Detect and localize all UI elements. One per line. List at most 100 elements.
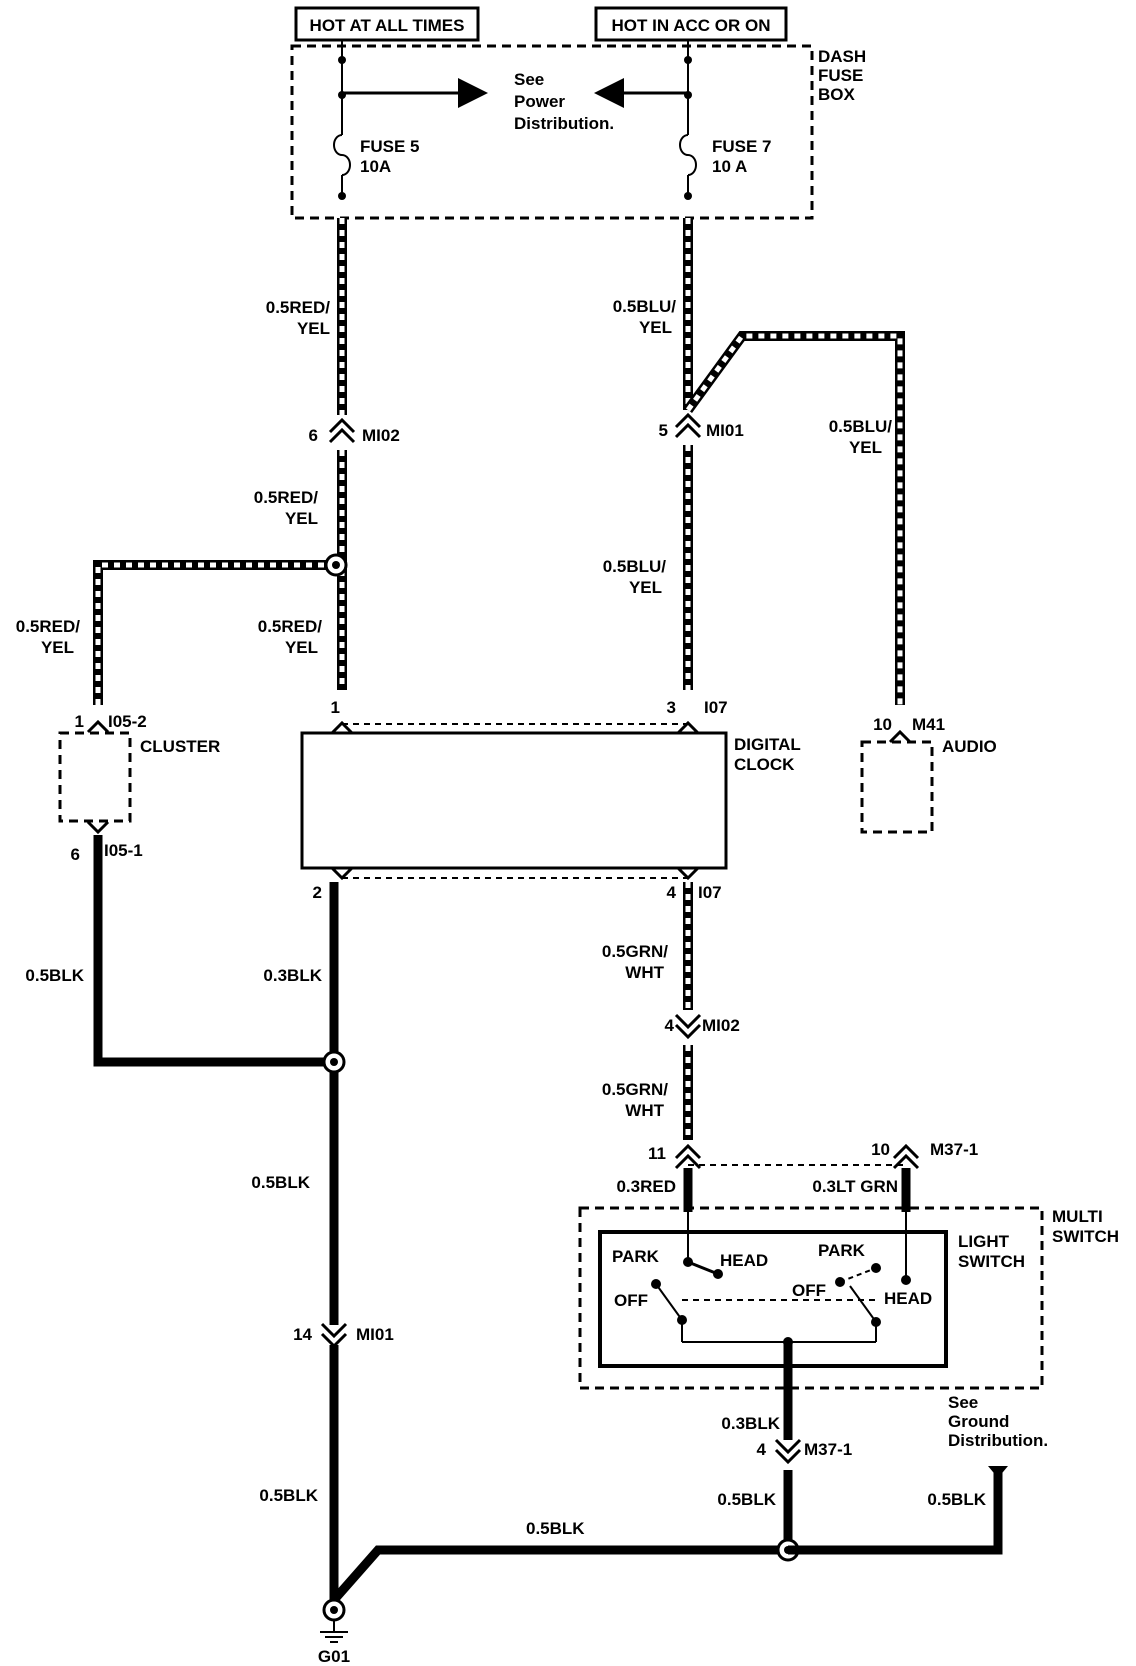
ground-symbol	[320, 1620, 348, 1643]
wire-label-red-yel: YEL	[285, 638, 318, 657]
connector-pin: 5	[659, 421, 668, 440]
connector-name: M37-1	[930, 1140, 978, 1159]
wire-label-grn-wht: 0.5GRN/	[602, 1080, 668, 1099]
wire-label-grn-wht: WHT	[625, 963, 664, 982]
see-ground-label: Distribution.	[948, 1431, 1048, 1450]
power-label-hot-at-all-times: HOT AT ALL TIMES	[294, 6, 480, 42]
see-power-label: See	[514, 70, 544, 89]
fuse-5-rating: 10A	[360, 157, 391, 176]
component-label-clock: DIGITAL	[734, 735, 801, 754]
connector-pin: 1	[75, 712, 84, 731]
splice-black-dot	[330, 1058, 338, 1066]
wire-label-blk: 0.5BLK	[251, 1173, 310, 1192]
connector-pin: 2	[313, 883, 322, 902]
wire-label-blk: 0.5BLK	[259, 1486, 318, 1505]
component-label-multi-switch: SWITCH	[1052, 1227, 1119, 1246]
connector-name: M37-1	[804, 1440, 852, 1459]
wire-label-blu-yel: 0.5BLU/	[603, 557, 667, 576]
connector-pin: 1	[331, 698, 340, 717]
connector-mi01-top	[674, 412, 702, 439]
connector-name: MI01	[356, 1325, 394, 1344]
wire-black-ground	[93, 835, 788, 1603]
connector-pin: 4	[665, 1016, 675, 1035]
connector-pin: 6	[71, 845, 80, 864]
light-switch-box	[598, 1230, 948, 1368]
connector-pin: 3	[667, 698, 676, 717]
ground-g01-dot	[330, 1606, 338, 1614]
wire-label-blu-yel: YEL	[629, 578, 662, 597]
fuse-5-name: FUSE 5	[360, 137, 420, 156]
switch-position-park: PARK	[612, 1247, 660, 1266]
wire-label-red-yel: 0.5RED/	[16, 617, 81, 636]
wire-label-blk: 0.5BLK	[927, 1490, 986, 1509]
wire-label-grn-wht: 0.5GRN/	[602, 942, 668, 961]
wire-label-lt-grn: 0.3LT GRN	[812, 1177, 898, 1196]
connector-m37-top	[674, 1143, 920, 1170]
light-switch-right-contacts	[835, 1212, 911, 1342]
fuse-7-rating: 10 A	[712, 157, 747, 176]
see-ground-label: See	[948, 1393, 978, 1412]
wire-label-red-yel: YEL	[297, 319, 330, 338]
connector-name: I05-1	[104, 841, 143, 860]
connector-pin: 10	[873, 715, 892, 734]
audio-connector	[888, 729, 912, 744]
fuse-box-label: BOX	[818, 85, 856, 104]
connector-name: I07	[698, 883, 722, 902]
wire-label-red-yel: 0.5RED/	[254, 488, 319, 507]
fuse-box-label: DASH	[818, 47, 866, 66]
svg-text:HOT IN ACC OR ON: HOT IN ACC OR ON	[612, 16, 771, 35]
wire-label-blk: 0.5BLK	[717, 1490, 776, 1509]
wire-label-blu-yel: 0.5BLU/	[829, 417, 893, 436]
fuse-box-label: FUSE	[818, 66, 863, 85]
connector-name: M41	[912, 715, 945, 734]
cluster-connector	[86, 719, 110, 835]
power-label-hot-in-acc: HOT IN ACC OR ON	[594, 6, 788, 42]
switch-position-head: HEAD	[884, 1289, 932, 1308]
wire-label-blk: 0.3BLK	[721, 1414, 780, 1433]
ground-distribution-arrow	[988, 1466, 1008, 1478]
connector-name: MI02	[702, 1016, 740, 1035]
light-switch-left-contacts	[651, 1212, 723, 1342]
svg-text:HOT AT ALL TIMES: HOT AT ALL TIMES	[310, 16, 465, 35]
connector-pin: 11	[648, 1144, 666, 1163]
see-ground-label: Ground	[948, 1412, 1009, 1431]
wire-blu-yel	[683, 218, 905, 705]
connector-name: I07	[704, 698, 728, 717]
connector-name: MI01	[706, 421, 744, 440]
wire-label-red: 0.3RED	[616, 1177, 676, 1196]
fuse-7	[594, 40, 697, 200]
switch-position-off: OFF	[792, 1281, 826, 1300]
cluster-outline	[58, 731, 132, 823]
digital-clock-box	[300, 731, 728, 870]
connector-name: MI02	[362, 426, 400, 445]
component-label-audio: AUDIO	[942, 737, 997, 756]
dash-fuse-box-outline	[290, 44, 814, 220]
wire-label-grn-wht: WHT	[625, 1101, 664, 1120]
connector-pin: 4	[757, 1440, 767, 1459]
connector-m37-low	[774, 1438, 802, 1465]
connector-mi01-low	[320, 1322, 348, 1349]
wire-label-blu-yel: YEL	[639, 318, 672, 337]
splice-red-yel-dot	[332, 561, 340, 569]
wire-label-red-yel: YEL	[285, 509, 318, 528]
switch-position-park: PARK	[818, 1241, 866, 1260]
wire-label-red-yel: 0.5RED/	[266, 298, 331, 317]
connector-mi02-low	[674, 1013, 702, 1040]
component-label-light-switch: LIGHT	[958, 1232, 1010, 1251]
fuse-7-name: FUSE 7	[712, 137, 772, 156]
wire-label-blu-yel: 0.5BLU/	[613, 297, 677, 316]
switch-position-off: OFF	[614, 1291, 648, 1310]
component-label-light-switch: SWITCH	[958, 1252, 1025, 1271]
connector-name: I05-2	[108, 712, 147, 731]
connector-pin: 14	[293, 1325, 312, 1344]
wire-label-blk: 0.3BLK	[263, 966, 322, 985]
see-power-label: Distribution.	[514, 114, 614, 133]
clock-pins	[330, 720, 700, 881]
audio-outline	[860, 740, 934, 834]
connector-mi02-top	[328, 417, 356, 444]
component-label-multi-switch: MULTI	[1052, 1207, 1103, 1226]
wire-ground-right	[788, 1470, 1003, 1555]
component-label-clock: CLOCK	[734, 755, 795, 774]
wire-label-blk: 0.5BLK	[526, 1519, 585, 1538]
